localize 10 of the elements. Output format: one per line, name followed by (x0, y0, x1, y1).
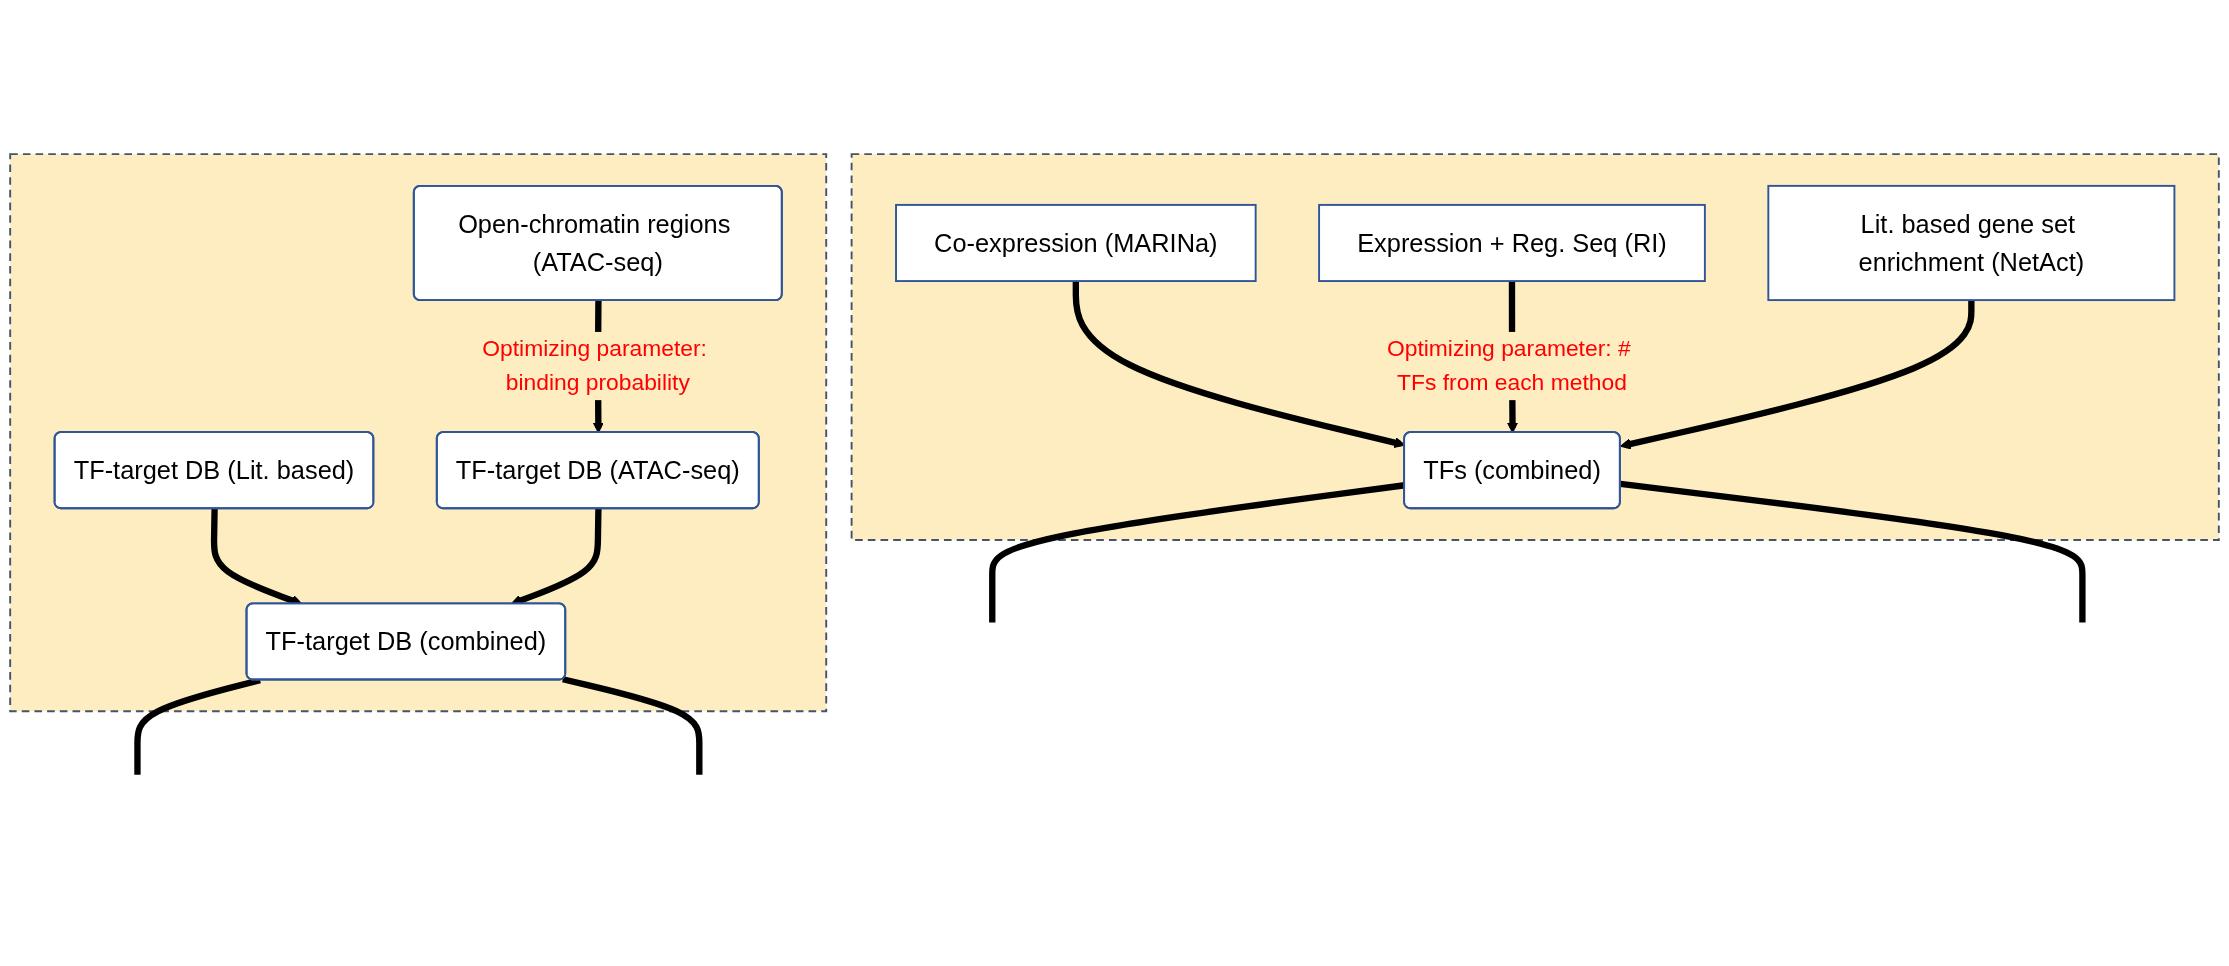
node-box: Expression + Reg. Seq (RI) (1318, 203, 1706, 282)
connector (562, 675, 703, 775)
arrow (1620, 299, 1975, 450)
node-box: Lit. based gene set enrichment (NetAct) (1767, 184, 2176, 301)
edge-label: Optimizing parameter: # TFs from each method (1386, 335, 1631, 395)
cluster (9, 152, 828, 712)
connector (1620, 480, 2086, 622)
edge-label: Optimizing parameter: binding probability (482, 335, 707, 395)
cluster (850, 152, 2220, 541)
node-box: Co-expression (MARINa) (895, 203, 1257, 282)
